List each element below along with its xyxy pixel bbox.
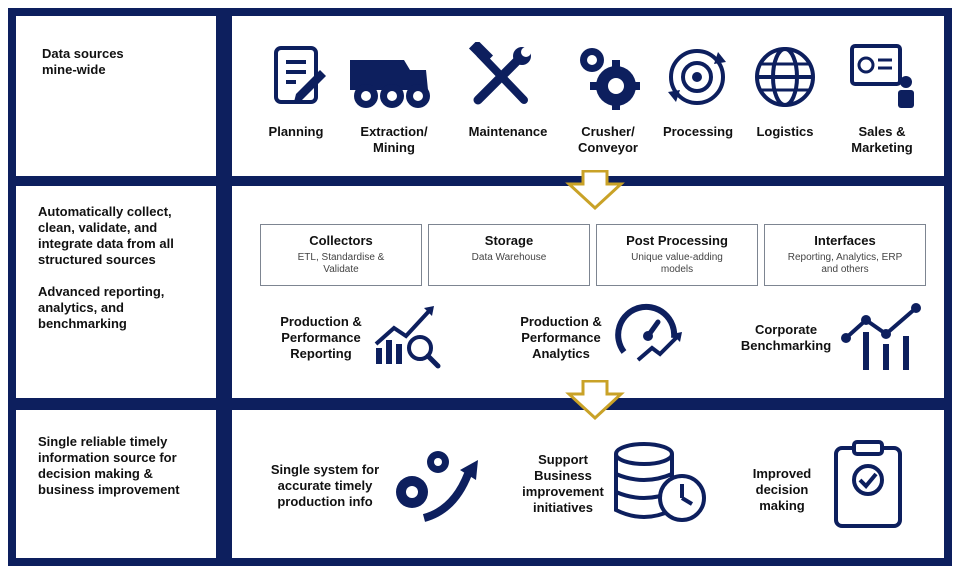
planning-document-icon [262, 42, 332, 112]
post-processing-box: Post Processing Unique value-adding mode… [596, 224, 758, 286]
source-label-sales: Sales & Marketing [851, 124, 913, 155]
row-panel-sources: Data sources mine-wide [16, 16, 216, 176]
gears-icon [572, 42, 642, 112]
benchmark-line-chart-icon [840, 300, 924, 374]
metric-label-reporting: Production & Performance Reporting [280, 314, 362, 361]
flow-arrow-down-icon [565, 380, 625, 420]
source-label-processing: Processing [662, 124, 734, 139]
outcome-label-single-system: Single system for accurate timely produc… [270, 462, 380, 509]
outcome-label-support: Support Business improvement initiatives [522, 452, 604, 515]
source-label-maintenance: Maintenance [468, 124, 548, 139]
report-chart-magnifier-icon [370, 300, 442, 372]
post-processing-subtitle: Unique value-adding models [631, 252, 723, 275]
mining-truck-icon [346, 46, 432, 116]
collectors-box: Collectors ETL, Standardise & Validate [260, 224, 422, 286]
database-clock-icon [610, 440, 710, 524]
metric-label-analytics: Production & Performance Analytics [520, 314, 602, 361]
presentation-icon [848, 42, 918, 112]
row-panel-processing: Automatically collect, clean, validate, … [16, 186, 216, 398]
collectors-title: Collectors [309, 233, 373, 248]
interfaces-title: Interfaces [814, 233, 876, 248]
source-label-logistics: Logistics [756, 124, 814, 139]
processing-panel [232, 186, 944, 398]
source-label-planning: Planning [268, 124, 324, 139]
outcome-label-improved: Improved decision making [752, 466, 812, 513]
storage-title: Storage [484, 233, 534, 248]
storage-subtitle: Data Warehouse [471, 252, 547, 263]
flow-arrow-down-icon [565, 170, 625, 210]
collectors-subtitle: ETL, Standardise & Validate [297, 252, 385, 275]
source-label-crusher: Crusher/ Conveyor [578, 124, 638, 155]
speedometer-trend-icon [612, 300, 684, 372]
wrench-hammer-icon [466, 39, 536, 112]
gears-growth-arrow-icon [384, 440, 484, 524]
row-panel-outcomes: Single reliable timely information sourc… [16, 410, 216, 558]
outcomes-panel [232, 410, 944, 558]
source-label-extraction: Extraction/ Mining [360, 124, 428, 155]
row-text-sources: Data sources mine-wide [42, 46, 124, 77]
post-processing-title: Post Processing [626, 233, 728, 248]
metric-label-benchmarking: Corporate Benchmarking [740, 322, 832, 353]
storage-box: Storage Data Warehouse [428, 224, 590, 286]
row-text-outcomes: Single reliable timely information sourc… [38, 434, 180, 497]
row-text-processing: Automatically collect, clean, validate, … [38, 204, 174, 331]
processing-cycle-icon [662, 42, 732, 112]
globe-icon [750, 42, 820, 112]
sources-panel [232, 16, 944, 176]
clipboard-check-icon [828, 440, 908, 530]
interfaces-subtitle: Reporting, Analytics, ERP and others [787, 252, 903, 275]
interfaces-box: Interfaces Reporting, Analytics, ERP and… [764, 224, 926, 286]
